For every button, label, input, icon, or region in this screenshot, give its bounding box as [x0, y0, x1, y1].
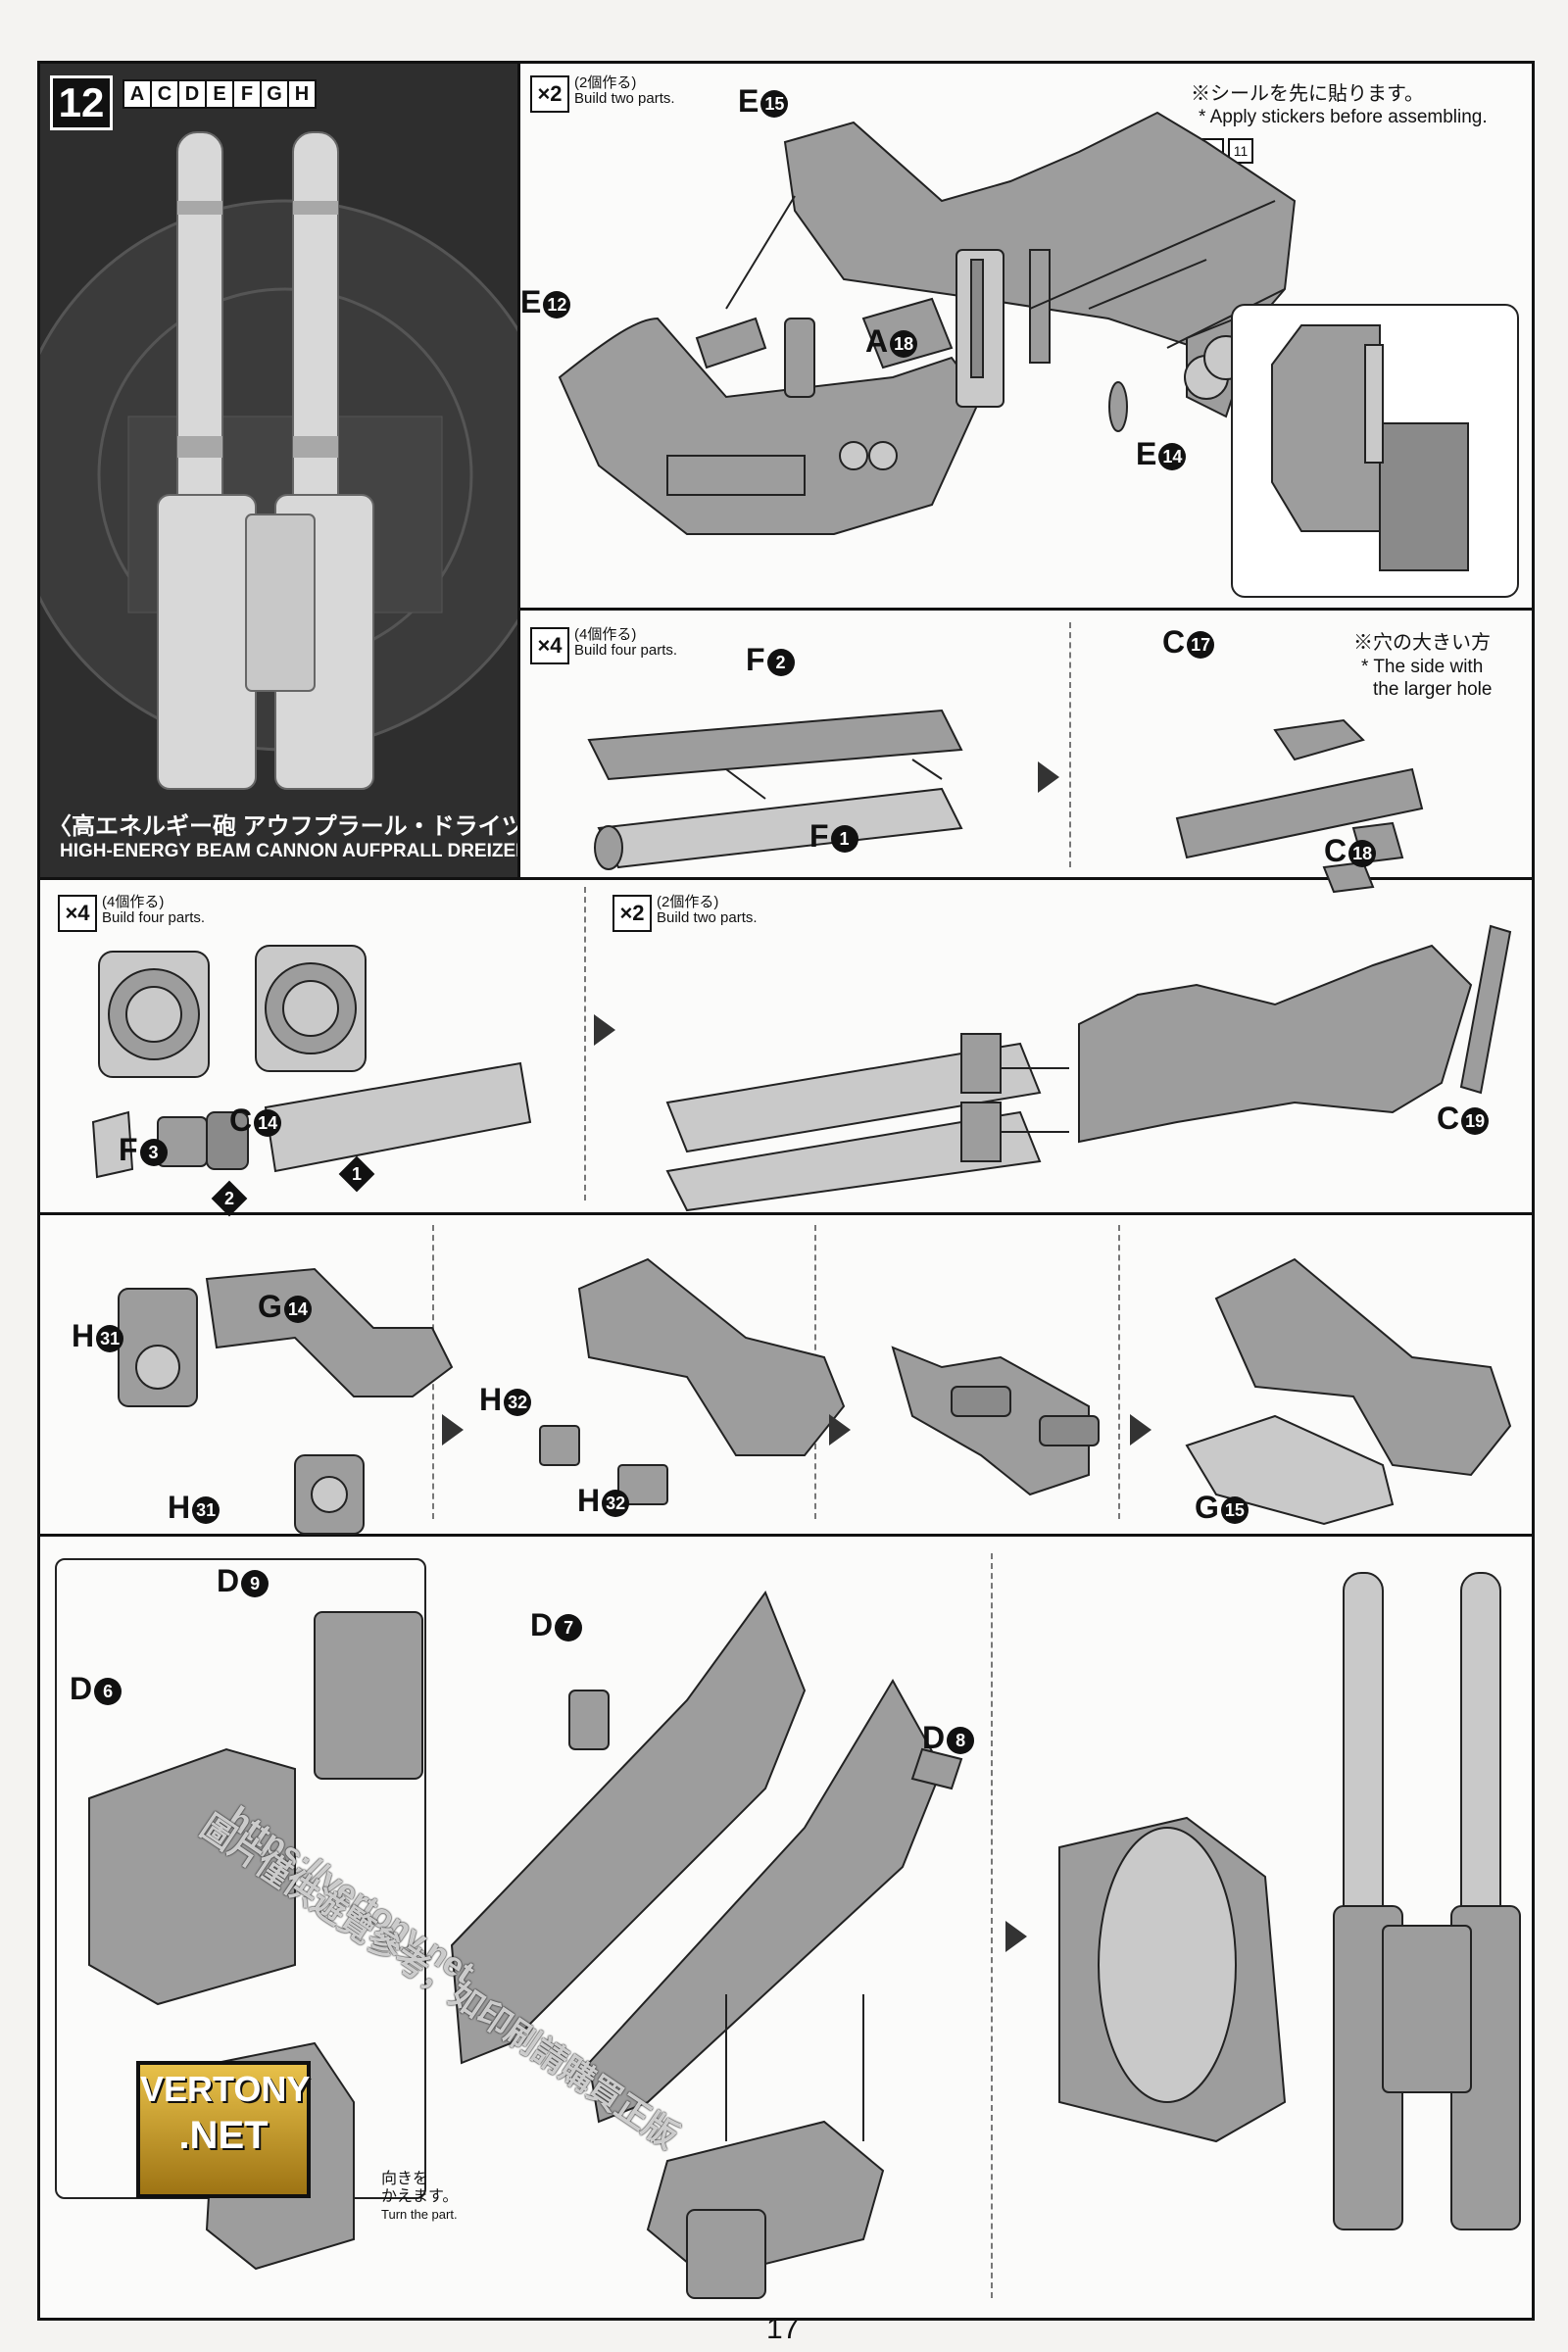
multiplier-badge: ×4 (4個作る)Build four parts. — [58, 895, 205, 932]
sticker-detail-inset — [1231, 304, 1519, 598]
divider — [517, 64, 520, 877]
divider — [1118, 1225, 1120, 1519]
runner-list: A C D E F G H — [122, 79, 317, 109]
turn-note: 向きを かえます。 Turn the part. — [381, 2171, 459, 2222]
multiplier-badge: ×4 (4個作る)Build four parts. — [530, 627, 677, 664]
page-number: 17 — [766, 2313, 800, 2345]
step-arrow-icon — [1005, 1921, 1027, 1952]
instruction-page: 12 A C D E F G H 〈高エネルギー砲 アウフプラール・ドライツェー… — [37, 61, 1535, 2321]
divider — [1069, 622, 1071, 867]
order-marker: 1 — [338, 1155, 375, 1193]
hole-note-jp: ※穴の大きい方 — [1353, 632, 1491, 654]
multiplier-badge: ×2 (2個作る)Build two parts. — [530, 75, 675, 113]
runner-tag: C — [150, 79, 179, 109]
sticker-note-en: * Apply stickers before assembling. — [1199, 107, 1488, 127]
step-number: 12 — [50, 75, 113, 130]
cannon-illustration — [40, 131, 517, 790]
sticker-note-jp: ※シールを先に貼ります。 — [1191, 83, 1424, 105]
step-arrow-icon — [594, 1014, 615, 1046]
step-header-panel: 12 A C D E F G H 〈高エネルギー砲 アウフプラール・ドライツェー… — [40, 64, 517, 877]
step-arrow-icon — [1038, 761, 1059, 793]
divider — [40, 877, 1532, 880]
runner-tag: H — [287, 79, 317, 109]
title-english: HIGH-ENERGY BEAM CANNON AUFPRALL DREIZEH… — [60, 841, 517, 861]
runner-tag: G — [260, 79, 289, 109]
runner-tag: A — [122, 79, 152, 109]
step-arrow-icon — [442, 1414, 464, 1446]
title-japanese: 〈高エネルギー砲 アウフプラール・ドライツェーン〉 — [48, 813, 517, 840]
step-arrow-icon — [829, 1414, 851, 1446]
hole-note-en: * The side with — [1361, 657, 1484, 677]
panel3-diagram — [91, 945, 532, 1179]
panel2-diagram — [587, 709, 1424, 894]
hole-note-en: the larger hole — [1373, 679, 1493, 700]
divider — [40, 1212, 1532, 1215]
panel1-diagram — [558, 111, 1297, 535]
divider — [991, 1553, 993, 2298]
multiplier-badge: ×2 (2個作る)Build two parts. — [612, 895, 758, 932]
runner-tag: D — [177, 79, 207, 109]
divider — [584, 887, 586, 1200]
order-marker: 2 — [211, 1180, 248, 1217]
step-arrow-icon — [1130, 1414, 1152, 1446]
runner-tag: F — [232, 79, 262, 109]
panel5-diagram — [118, 1257, 1512, 1535]
divider — [40, 1534, 1532, 1537]
panel6-diagram — [88, 1572, 1521, 2299]
runner-tag: E — [205, 79, 234, 109]
panel4-diagram — [665, 924, 1512, 1212]
divider — [517, 608, 1532, 611]
vertony-logo: VERTONY .NET — [136, 2061, 311, 2198]
